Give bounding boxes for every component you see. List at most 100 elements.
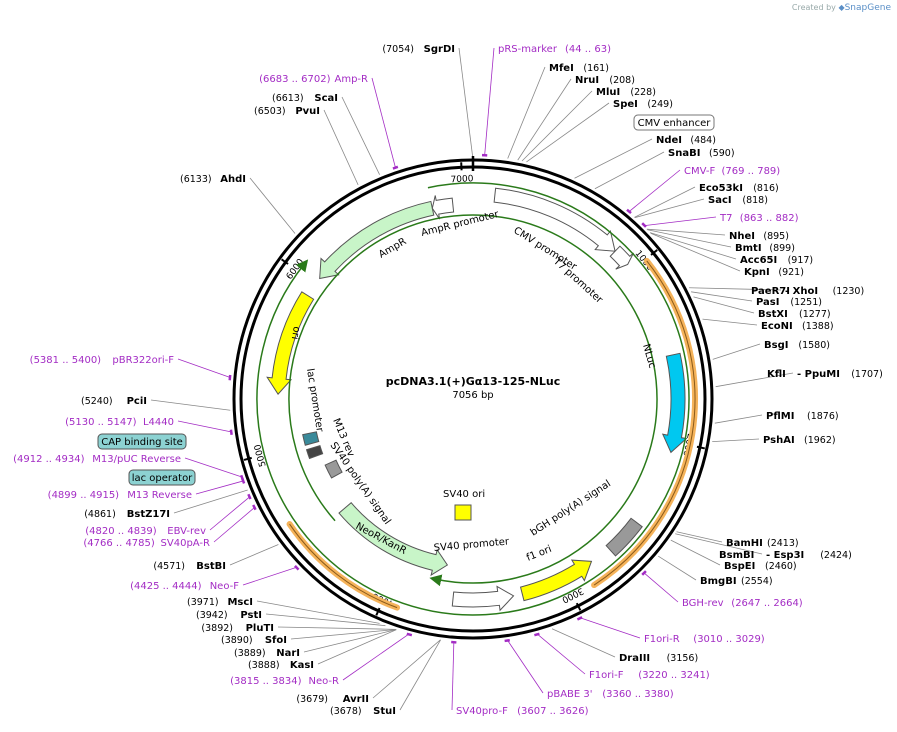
site-name-left_labels-4: AhdI [220,174,246,185]
site-name-left_labels-0: SgrDI [424,44,455,55]
site-name-right_labels-22: - PpuMI [797,369,840,380]
leader-right_labels-10 [643,217,716,226]
lac-promoter-label: lac promoter [304,368,325,434]
site-name-left_labels-20: KasI [290,660,314,671]
site-name-left_labels-11: EBV-rev [167,526,206,537]
leader-left_labels-16 [266,614,385,626]
site-name-left_labels-14: Neo-F [210,581,240,592]
leader-right_labels-32 [552,629,615,657]
leader-left_labels-2 [342,97,380,175]
highlight-arcs [290,261,695,608]
leader-right_labels-4 [526,103,609,162]
leader-right_labels-31 [579,618,640,638]
site-name-right_labels-1: MfeI [549,63,574,74]
site-name-right_labels-13: Acc65I [740,255,777,266]
leader-left_labels-19 [304,630,396,652]
primer-mark-7 [231,430,232,435]
site-pos-left_labels-7: (5130 .. 5147) [65,417,137,428]
m13-rev-mark [307,446,323,459]
site-name-left_labels-22: AvrII [343,694,369,705]
site-pos-left_labels-8: (4912 .. 4934) [13,454,85,465]
primer-mark-9 [242,479,244,484]
leader-left_labels-17 [278,627,396,629]
site-name-right_labels-11: NheI [729,231,755,242]
site-name-right_labels-18: BstXI [758,309,788,320]
lac-operator-label: lac operator [132,473,193,484]
site-name-left_labels-13: BstBI [196,561,226,572]
cap-site-label: CAP binding site [101,437,183,448]
site-pos-right_labels-25: (2413) [767,538,799,549]
site-pos-left_labels-10: (4861) [84,509,116,520]
site-pos-left_labels-21: (3815 .. 3834) [230,676,302,687]
leader-left_labels-5 [178,359,231,378]
leader-right_labels-1 [508,67,545,158]
primer-mark-14 [295,566,299,570]
site-name-right_labels-33: F1ori-F [589,670,624,681]
leader-right_labels-17 [691,292,752,301]
site-name-right_labels-32: DraIII [619,653,650,664]
leader-right_labels-23 [715,415,762,423]
leader-right_labels-5 [575,139,652,178]
site-name-right_labels-4: SpeI [613,99,638,110]
site-pos-left_labels-22: (3679) [296,694,328,705]
site-name-left_labels-7: L4440 [143,417,174,428]
leader-left_labels-13 [230,545,278,565]
leader-right_labels-35 [452,641,454,710]
leader-left_labels-0 [459,48,473,156]
site-name-right_labels-0: pRS-marker [498,44,558,55]
nluc-arrow [663,353,687,452]
site-pos-right_labels-2: (208) [609,75,635,86]
site-name-right_labels-10: T7 [719,213,732,224]
plasmid-name: pcDNA3.1(+)Gα13-125-NLuc [386,375,561,388]
leader-right_labels-19 [703,319,757,325]
site-name-left_labels-19: NarI [276,648,300,659]
site-pos-right_labels-34: (3360 .. 3380) [602,689,674,700]
primer-mark-21 [407,634,412,635]
site-name-right_labels-19: EcoNI [761,321,793,332]
site-pos-left_labels-1: (6683 .. 6702) [259,74,331,85]
sv40-ori-label: SV40 ori [443,489,485,500]
site-pos-right_labels-6: (590) [709,148,735,159]
nluc-label: NLuc [640,343,657,370]
leader-right_labels-9 [635,199,704,218]
site-pos-right_labels-0: (44 .. 63) [565,44,611,55]
site-pos-left_labels-20: (3888) [248,660,280,671]
site-pos-right_labels-24: (1962) [804,435,836,446]
site-pos-right_labels-19: (1388) [802,321,834,332]
site-pos-right_labels-4: (249) [647,99,673,110]
leader-right_labels-7 [628,170,680,212]
site-name-right_labels-16: - XhoI [785,286,818,297]
site-name-left_labels-15: MscI [227,597,253,608]
site-pos-right_labels-27: (2424) [820,550,852,561]
site-name-right_labels-26: BsmBI [719,550,754,561]
site-pos-right_labels-3: (228) [630,87,656,98]
site-pos-left_labels-3: (6503) [254,106,286,117]
site-pos-right_labels-31: (3010 .. 3029) [693,634,765,645]
site-name-right_labels-34: pBABE 3' [547,689,593,700]
site-name-left_labels-5: pBR322ori-F [112,355,174,366]
neo-label: NeoR/KanR [354,521,409,557]
site-pos-right_labels-18: (1277) [799,309,831,320]
f1ori-label: f1 ori [525,544,553,564]
site-name-left_labels-10: BstZ17I [127,509,170,520]
site-name-right_labels-27: - Esp3I [766,550,804,561]
site-name-right_labels-20: BsgI [764,340,788,351]
cmv-enhancer-label: CMV enhancer [638,118,712,129]
leader-left_labels-11 [210,496,250,530]
site-pos-right_labels-11: (895) [763,231,789,242]
site-name-right_labels-21: KflI [767,369,786,380]
site-pos-left_labels-2: (6613) [272,93,304,104]
site-name-left_labels-16: PstI [240,610,262,621]
site-name-right_labels-17: PasI [756,297,779,308]
site-name-right_labels-25: BamHI [726,538,763,549]
leader-right_labels-8 [634,187,695,217]
site-name-right_labels-31: F1ori-R [644,634,680,645]
sv40-ori-block [455,505,471,520]
site-pos-right_labels-16: (1230) [833,286,865,297]
leader-left_labels-22 [373,640,440,698]
primer-mark-12 [253,505,255,510]
leader-right_labels-20 [713,344,760,359]
site-name-right_labels-9: SacI [708,195,732,206]
site-name-right_labels-24: PshAI [763,435,795,446]
site-name-left_labels-12: SV40pA-R [161,538,210,549]
